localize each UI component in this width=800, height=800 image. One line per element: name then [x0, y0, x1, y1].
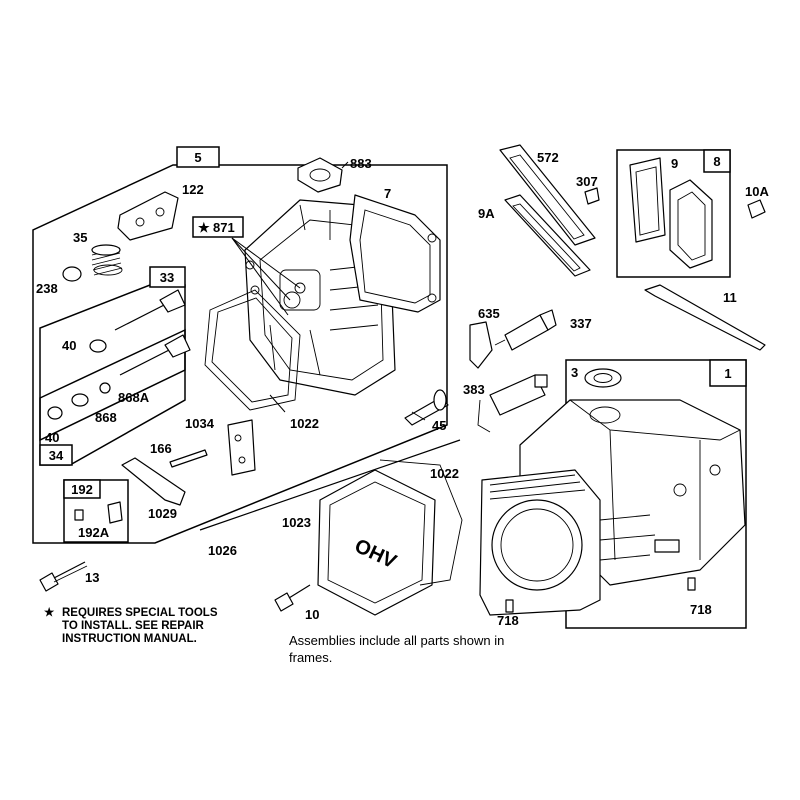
- callout-7: 7: [384, 186, 391, 201]
- dowel-718a: [505, 599, 514, 613]
- callout-1034: 1034: [185, 416, 215, 431]
- callout-33: 33: [160, 270, 174, 285]
- callout-1029: 1029: [148, 506, 177, 521]
- adjuster-screw-192A: [74, 509, 84, 521]
- gasket-9: [629, 157, 666, 243]
- callout-871: 871: [213, 220, 235, 235]
- callout-883: 883: [350, 156, 372, 171]
- special-tools-note-line2: TO INSTALL. SEE REPAIR: [62, 620, 205, 632]
- callout-192A: 192A: [78, 525, 110, 540]
- link-11: [644, 284, 766, 351]
- leader-lines: [231, 237, 426, 421]
- exhaust-valve: [114, 289, 186, 331]
- callout-635: 635: [478, 306, 500, 321]
- callout-307: 307: [576, 174, 598, 189]
- assembly-box-33[interactable]: [149, 266, 186, 288]
- callout-383: 383: [463, 382, 485, 397]
- callout-166: 166: [150, 441, 172, 456]
- breather-1034: [227, 419, 256, 476]
- callout-10: 10: [305, 607, 319, 622]
- special-tools-note-line1: REQUIRES SPECIAL TOOLS: [62, 607, 218, 619]
- callout-1022a: 1022: [290, 416, 319, 431]
- callout-868A: 868A: [118, 390, 150, 405]
- muffler-8: [669, 179, 713, 269]
- callout-8: 8: [713, 154, 720, 169]
- intake-gasket-883: [297, 157, 343, 193]
- callout-9A: 9A: [478, 206, 495, 221]
- callout-1: 1: [724, 366, 731, 381]
- assembly-box-192[interactable]: [63, 479, 101, 499]
- intake-valve: [119, 334, 191, 376]
- valve-seal-40b: [47, 406, 63, 420]
- bolt-307: [584, 187, 600, 205]
- callout-5: 5: [194, 150, 201, 165]
- callout-3: 3: [571, 365, 578, 380]
- callout-718b: 718: [690, 602, 712, 617]
- dowel-718b: [687, 577, 696, 591]
- push-rod-1026: [199, 439, 461, 531]
- callout-871-box[interactable]: [192, 216, 244, 238]
- valve-cap-238: [62, 266, 82, 282]
- assembly-box-5[interactable]: [176, 146, 220, 168]
- rocker-arm-1029: [121, 457, 186, 506]
- cylinder-block-drawing: [479, 399, 746, 616]
- ignition-383: [477, 374, 548, 433]
- washer-868A: [99, 382, 111, 394]
- callout-1026: 1026: [208, 543, 237, 558]
- rocker-bracket-122: [117, 191, 179, 241]
- assembly-box-8[interactable]: [703, 149, 731, 173]
- assemblies-caption-line1: Assemblies include all parts shown in: [289, 633, 504, 648]
- callout-34: 34: [49, 448, 64, 463]
- callout-13: 13: [85, 570, 99, 585]
- muffler-frame-8: [616, 149, 731, 278]
- callout-868: 868: [95, 410, 117, 425]
- bolt-10: [274, 584, 311, 612]
- valve-seal-40: [89, 339, 107, 353]
- retainer-868: [71, 393, 89, 407]
- callout-1023: 1023: [282, 515, 311, 530]
- cylinder-head-assembly-frame: [32, 164, 448, 544]
- callout-1022b: 1022: [430, 466, 459, 481]
- star-871: ★: [198, 220, 210, 235]
- callout-122: 122: [182, 182, 204, 197]
- callout-9: 9: [671, 156, 678, 171]
- callout-40b: 40: [45, 430, 59, 445]
- callout-238: 238: [36, 281, 58, 296]
- oil-seal-3: [584, 368, 622, 388]
- assembly-box-34[interactable]: [39, 444, 73, 466]
- callout-35: 35: [73, 230, 87, 245]
- assemblies-caption-line2: frames.: [289, 650, 332, 665]
- callout-11: 11: [723, 290, 737, 305]
- screw-10A: [747, 199, 766, 219]
- bolt-13: [39, 561, 88, 592]
- spark-plug-337: [494, 309, 557, 351]
- rocker-gasket-upper: [204, 289, 301, 411]
- rocker-cover-1023: OHV: [317, 469, 436, 616]
- head-gasket: [349, 194, 441, 313]
- callout-572: 572: [537, 150, 559, 165]
- special-tools-note-line3: INSTRUCTION MANUAL.: [62, 633, 197, 645]
- stud-166: [169, 449, 208, 468]
- assembly-box-1[interactable]: [709, 359, 747, 387]
- callout-337: 337: [570, 316, 592, 331]
- special-tools-star: ★: [44, 606, 55, 619]
- callout-718a: 718: [497, 613, 519, 628]
- gasket-572: [499, 144, 596, 246]
- spark-boot-635: [469, 321, 493, 369]
- rocker-gasket-1022: [379, 459, 463, 586]
- valve-spring-35: [91, 244, 123, 276]
- callout-45: 45: [432, 418, 446, 433]
- callout-10A: 10A: [745, 184, 769, 199]
- callout-40a: 40: [62, 338, 76, 353]
- callout-192: 192: [71, 482, 93, 497]
